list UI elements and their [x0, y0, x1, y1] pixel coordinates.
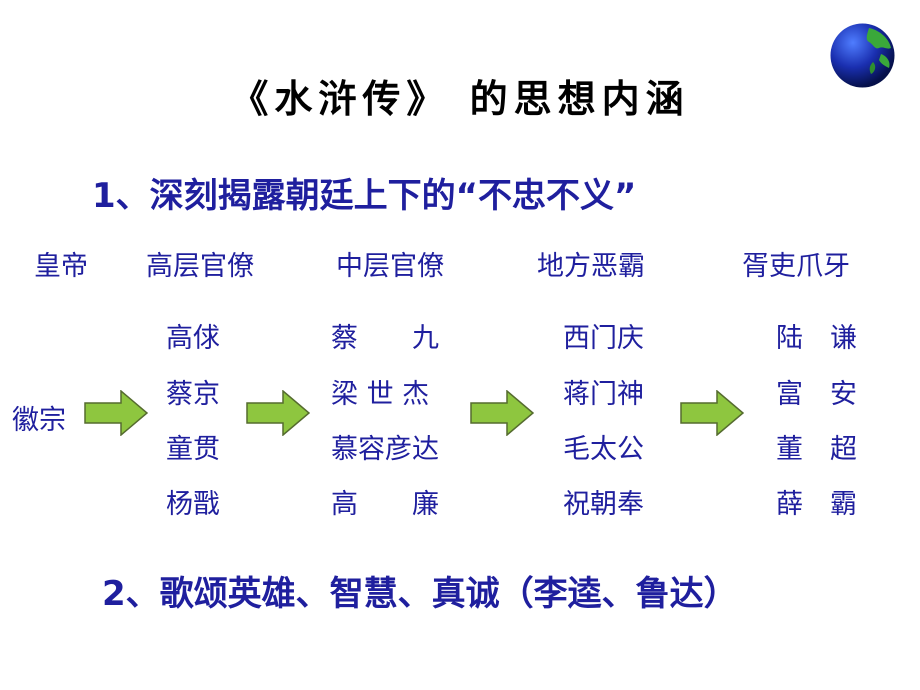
henchman-name: 董 超	[776, 434, 857, 465]
category-emperor: 皇帝	[34, 251, 88, 282]
high-official-name: 蔡京	[166, 379, 220, 410]
category-high-officials: 高层官僚	[146, 251, 254, 282]
middle-official-name: 高 廉	[331, 489, 439, 520]
high-official-name: 杨戬	[166, 489, 220, 520]
category-clerks-henchmen: 胥吏爪牙	[742, 251, 850, 282]
globe-icon	[830, 23, 895, 88]
right-arrow-icon	[84, 390, 148, 436]
point-2-heading: 2、歌颂英雄、智慧、真诚（李逵、鲁达）	[102, 574, 738, 614]
category-local-bullies: 地方恶霸	[537, 251, 645, 282]
emperor-name: 徽宗	[12, 405, 66, 436]
henchman-name: 薛 霸	[776, 489, 857, 520]
local-bully-name: 毛太公	[563, 434, 644, 465]
slide-title: 《水浒传》 的思想内涵	[230, 76, 690, 121]
henchman-name: 陆 谦	[776, 323, 857, 354]
point-1-heading: 1、深刻揭露朝廷上下的“不忠不义”	[92, 176, 637, 216]
right-arrow-icon	[680, 390, 744, 436]
high-official-name: 高俅	[166, 323, 220, 354]
middle-official-name: 蔡 九	[331, 323, 439, 354]
right-arrow-icon	[246, 390, 310, 436]
local-bully-name: 蒋门神	[563, 379, 644, 410]
local-bully-name: 西门庆	[563, 323, 644, 354]
henchman-name: 富 安	[776, 379, 857, 410]
category-middle-officials: 中层官僚	[336, 251, 444, 282]
middle-official-name: 梁 世 杰	[331, 379, 430, 410]
high-official-name: 童贯	[166, 434, 220, 465]
local-bully-name: 祝朝奉	[563, 489, 644, 520]
right-arrow-icon	[470, 390, 534, 436]
middle-official-name: 慕容彦达	[331, 434, 439, 465]
